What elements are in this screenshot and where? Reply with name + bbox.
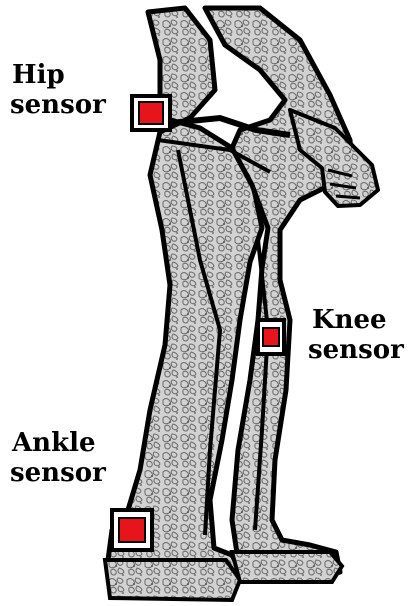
ankle-sensor bbox=[112, 510, 152, 550]
knee-sensor-label-line1: Knee bbox=[312, 305, 404, 335]
ankle-sensor-label-line2: sensor bbox=[10, 458, 106, 488]
hip-sensor-label: Hip sensor bbox=[12, 60, 106, 120]
ankle-sensor-label: Ankle sensor bbox=[12, 428, 106, 488]
ankle-sensor-label-line1: Ankle bbox=[12, 428, 106, 458]
hip-sensor-label-line2: sensor bbox=[10, 90, 106, 120]
front-shoe bbox=[232, 552, 342, 582]
hip-sensor-label-line1: Hip bbox=[12, 60, 106, 90]
knee-sensor bbox=[258, 320, 284, 354]
knee-sensor-label: Knee sensor bbox=[312, 305, 404, 365]
rear-shoe bbox=[105, 560, 240, 600]
knee-sensor-label-line2: sensor bbox=[308, 335, 404, 365]
hip-sensor bbox=[132, 96, 170, 130]
